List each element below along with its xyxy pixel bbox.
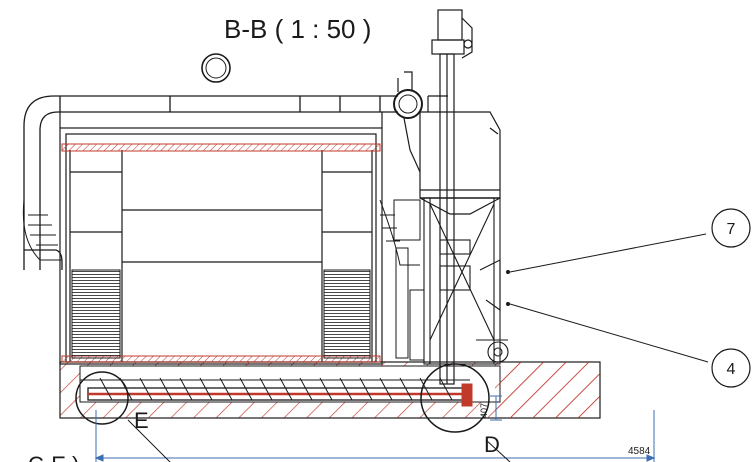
detail-label-d: D: [484, 432, 500, 457]
support-frame: [423, 197, 509, 365]
top-heater-band: [61, 143, 381, 152]
detail-label-e: E: [134, 408, 149, 433]
left-louver: [71, 269, 121, 359]
callout-4: 4: [506, 302, 751, 388]
callout-4-label: 4: [727, 361, 736, 378]
screw-conveyor: [80, 377, 473, 407]
callout-7: 7: [506, 208, 751, 274]
bottom-heater-band: [61, 355, 381, 363]
section-title: B-B ( 1 : 50 ): [224, 14, 371, 44]
section-marker-circle: [201, 53, 231, 83]
air-duct: [23, 95, 398, 270]
detail-label-partial: C-E ): [28, 452, 79, 462]
dryer-frame: [59, 112, 383, 365]
detail-circle-e: [75, 371, 129, 425]
dimensions: [94, 395, 656, 462]
duct-connector: [393, 89, 423, 119]
callout-7-label: 7: [727, 221, 736, 238]
right-louver: [323, 269, 371, 359]
dimension-overall-length: 4584: [628, 446, 651, 457]
dimension-height-offset: 407: [479, 403, 489, 418]
bucket-elevator: [431, 9, 473, 385]
hopper: [419, 95, 501, 215]
